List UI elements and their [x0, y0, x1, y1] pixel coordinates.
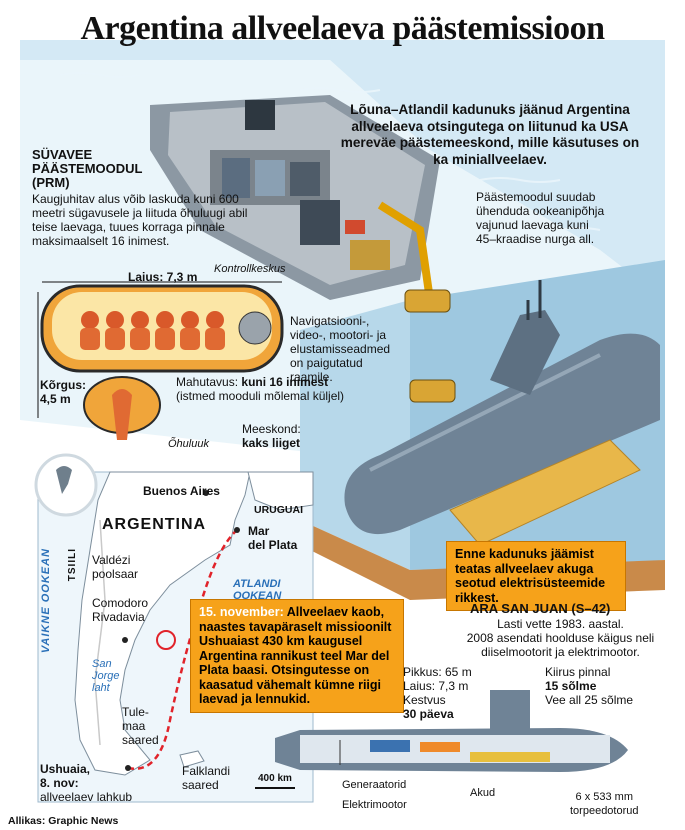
height-label: Kõrgus: 4,5 m: [40, 378, 86, 406]
map-label-sj-3: laht: [92, 682, 110, 694]
sub-length: Pikkus: 65 m: [403, 665, 472, 679]
prm-heading-line1: SÜVAVEE: [32, 147, 93, 162]
prm-heading: SÜVAVEE PÄÄSTEMOODUL (PRM): [32, 148, 143, 190]
map-label-atlantic-1: ATLANDI: [233, 578, 281, 590]
sub-history: Lasti vette 1983. aastal. 2008 asendati …: [448, 617, 673, 659]
prm-heading-line3: (PRM): [32, 175, 70, 190]
map-panel: [34, 453, 314, 803]
sub-endurance-2: 30 päeva: [403, 707, 454, 721]
map-label-san-jorge: San Jorge laht: [92, 658, 120, 694]
height-label-line1: Kõrgus:: [40, 378, 86, 392]
november-callout-text: Allveelaev kaob, naastes tavapäraselt mi…: [199, 605, 392, 706]
control-center-label: Kontrollkeskus: [214, 263, 286, 275]
sub-launch: Lasti vette 1983. aastal.: [497, 617, 624, 631]
map-label-valdes: Valdézi poolsaar: [92, 553, 138, 581]
map-label-mar-del-plata: Mar del Plata: [248, 524, 297, 552]
rescue-modules: [404, 289, 456, 403]
sub-width: Laius: 7,3 m: [403, 679, 469, 693]
map-label-falklands: Falklandi saared: [182, 764, 230, 792]
sub-speed: Kiirus pinnal 15 sõlme Vee all 25 sõlme: [545, 665, 633, 707]
map-label-argentina: ARGENTINA: [102, 516, 207, 533]
map-label-ushuaia-3: allveelaev lahkub: [40, 790, 133, 804]
label-torpedoes-2: torpeedotorud: [570, 805, 639, 817]
rescue-ship: [150, 95, 440, 301]
sub-speed-2: 15 sõlme: [545, 679, 597, 693]
crew-label: Meeskond:: [242, 422, 301, 436]
map-label-falklands-1: Falklandi: [182, 764, 231, 778]
map-label-sj-1: San: [92, 658, 112, 670]
capacity-note: (istmed mooduli mõlemal küljel): [176, 389, 345, 403]
map-label-valdes-1: Valdézi: [92, 553, 131, 567]
electrical-callout: Enne kadunuks jäämist teatas allveelaev …: [446, 541, 626, 611]
crew-block: Meeskond: kaks liiget: [242, 422, 301, 450]
map-label-pacific: VAIKNE OOKEAN: [40, 548, 52, 654]
map-label-comodoro: Comodoro Rivadavia: [92, 596, 148, 624]
page-title: Argentina allveelaeva päästemissioon: [80, 10, 605, 47]
width-label: Laius: 7,3 m: [128, 270, 198, 284]
map-label-ushuaia: Ushuaia, 8. nov: allveelaev lahkub: [40, 762, 132, 804]
map-scale-label: 400 km: [258, 773, 292, 784]
map-label-mdp-2: del Plata: [248, 538, 298, 552]
source-credit: Allikas: Graphic News: [8, 815, 119, 827]
ocean-surface: [20, 40, 665, 300]
map-label-ushuaia-2: 8. nov:: [40, 776, 79, 790]
sunken-submarine: [344, 280, 660, 546]
submarine-profile: [275, 690, 628, 772]
label-generators: Generaatorid: [342, 779, 407, 791]
prm-heading-line2: PÄÄSTEMOODUL: [32, 161, 143, 176]
map-label-falklands-2: saared: [182, 778, 219, 792]
november-callout-date: 15. november:: [199, 605, 284, 619]
label-batteries: Akud: [470, 787, 496, 799]
map-label-buenos-aires: Buenos Aires: [143, 484, 220, 498]
map-label-mdp-1: Mar: [248, 524, 270, 538]
label-torpedoes-1: 6 x 533 mm: [575, 791, 633, 803]
south-america-land: [74, 471, 251, 776]
crew-value: kaks liiget: [242, 436, 301, 450]
map-label-tierra-1: Tule-: [122, 705, 149, 719]
map-label-tierra: Tule- maa saared: [122, 705, 159, 747]
map-label-ushuaia-1: Ushuaia,: [40, 762, 91, 776]
capacity-value: kuni 16 inimest: [241, 375, 329, 389]
seabed-text: Päästemoodul suudab ühenduda ookeanipõhj…: [476, 190, 605, 246]
prm-cutaway: [37, 281, 284, 440]
equipment-text: Navigatsiooni-, video-, mootori- ja elus…: [290, 314, 391, 384]
sub-dimensions: Pikkus: 65 m Laius: 7,3 m Kestvus 30 päe…: [403, 665, 472, 721]
label-electric-motor: Elektrimootor: [342, 799, 407, 811]
height-label-line2: 4,5 m: [40, 392, 71, 406]
sub-endurance-1: Kestvus: [403, 693, 446, 707]
map-label-sj-2: Jorge: [92, 670, 120, 682]
label-torpedoes: 6 x 533 mm torpeedotorud: [570, 790, 639, 818]
route-line: [127, 529, 238, 771]
capacity-label: Mahutavus:: [176, 375, 239, 389]
hatch-label: Õhuluuk: [168, 438, 209, 450]
map-label-tierra-3: saared: [122, 733, 159, 747]
map-label-chile: TSIILI: [67, 548, 78, 582]
november-callout: 15. november: Allveelaev kaob, naastes t…: [190, 599, 404, 713]
sub-refit: 2008 asendati hoolduse käigus neli diise…: [466, 631, 655, 659]
prm-description: Kaugjuhitav alus võib laskuda kuni 600 m…: [32, 192, 248, 248]
lead-text: Lõuna–Atlandil kadunuks jäänud Argentina…: [340, 102, 640, 167]
sub-speed-1: Kiirus pinnal: [545, 665, 611, 679]
map-label-comodoro-2: Rivadavia: [92, 610, 145, 624]
map-label-uruguay: URUGUAI: [254, 504, 303, 516]
map-label-tierra-2: maa: [122, 719, 146, 733]
sub-name: ARA SAN JUAN (S–42): [470, 601, 611, 616]
border-lines: [94, 519, 106, 746]
map-label-valdes-2: poolsaar: [92, 567, 139, 581]
capacity-block: Mahutavus: kuni 16 inimest (istmed moodu…: [176, 375, 351, 403]
sub-speed-3: Vee all 25 sõlme: [545, 693, 634, 707]
map-label-comodoro-1: Comodoro: [92, 596, 149, 610]
